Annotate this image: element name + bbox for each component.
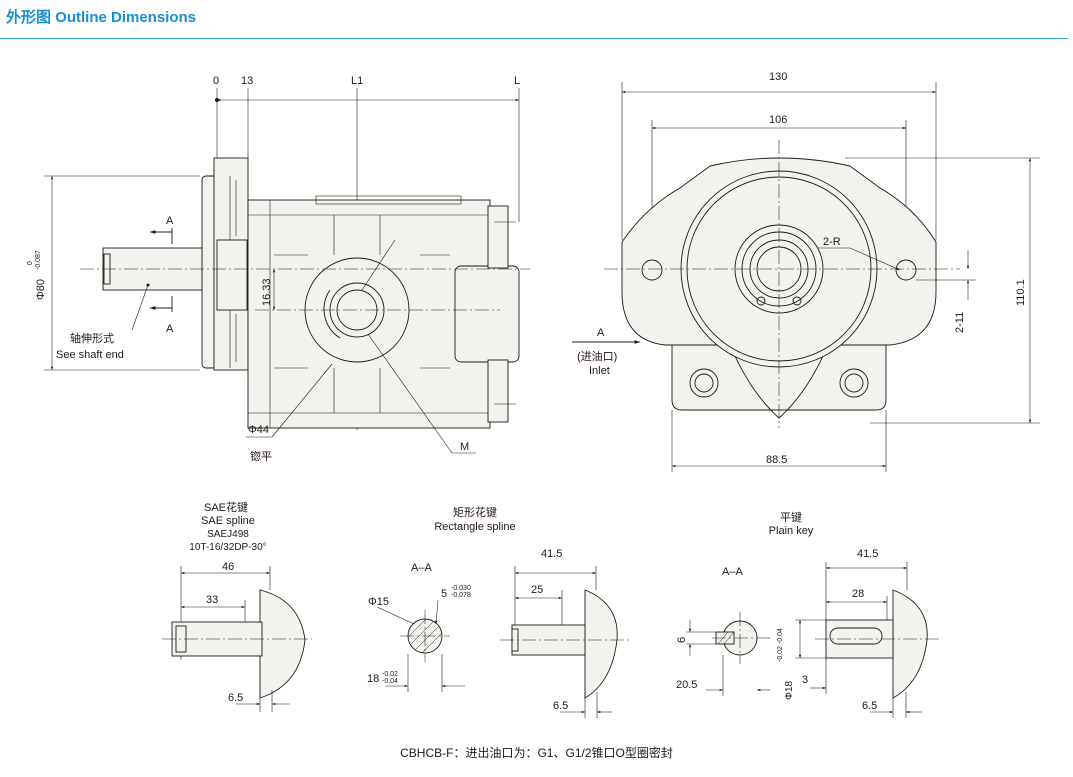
key-dim-3: 3	[802, 674, 808, 686]
tol-80-lower: -0.087	[35, 250, 42, 270]
footnote: CBHCB-F：进出油口为：G1、G1/2锥口O型圈密封	[400, 746, 673, 760]
dim-label-106: 106	[769, 114, 787, 126]
sae-spec: 10T-16/32DP-30°	[189, 542, 266, 553]
sae-dim-6-5: 6.5	[228, 692, 243, 704]
key-dim-28: 28	[852, 588, 864, 600]
key-dia-18: Φ18	[784, 680, 795, 700]
key-section-label: A–A	[722, 566, 743, 578]
dim-label-13: 13	[241, 75, 253, 87]
header: 外形图 Outline Dimensions	[0, 0, 1073, 42]
plain-key-detail	[686, 562, 940, 718]
dim-label-0: 0	[213, 75, 219, 87]
dim-label-16-33: 16.33	[261, 278, 273, 306]
key-tol-18: -0.02 -0.04	[777, 628, 784, 662]
sae-dim-33: 33	[206, 594, 218, 606]
rect-spline-detail	[376, 566, 630, 718]
rect-dim-41-5: 41.5	[541, 548, 562, 560]
inlet-arrow-A: A	[597, 327, 605, 339]
radius-label-2R: 2-R	[823, 236, 841, 248]
rect-dim-5: 5	[441, 588, 447, 600]
rect-title-cn: 矩形花键	[453, 505, 497, 519]
key-title-cn: 平键	[780, 510, 802, 524]
page-title: 外形图 Outline Dimensions	[6, 9, 197, 26]
sae-title-cn: SAE花键	[204, 500, 248, 514]
dim-label-2-11: 2-11	[954, 312, 966, 333]
dim-label-110-1: 110.1	[1015, 279, 1027, 306]
outline-drawing: A A	[27, 71, 1040, 718]
rect-dia-15: Φ15	[368, 596, 389, 608]
key-dim-6-5: 6.5	[862, 700, 877, 712]
dim-label-130: 130	[769, 71, 787, 83]
sae-dim-46: 46	[222, 561, 234, 573]
rect-dim-18: 18	[367, 673, 379, 685]
key-dim-41-5: 41.5	[857, 548, 878, 560]
dim-label-L1: L1	[351, 75, 363, 87]
sae-title-en: SAE spline	[201, 515, 255, 527]
tol-80-upper: 0	[27, 261, 34, 265]
rect-tol-5-upper: -0.030	[451, 585, 471, 592]
rect-dim-6-5: 6.5	[553, 700, 568, 712]
inlet-label-en: Inlet	[589, 365, 610, 377]
dim-label-L: L	[514, 75, 520, 87]
shaft-end-en: See shaft end	[56, 349, 124, 361]
key-dim-20-5: 20.5	[676, 679, 697, 691]
key-dim-6: 6	[676, 637, 688, 643]
shaft-end-cn: 轴伸形式	[70, 331, 114, 345]
side-view: A A	[44, 88, 530, 454]
rect-section-label: A–A	[411, 562, 432, 574]
rect-tol-5-lower: -0.078	[451, 592, 471, 599]
sae-spline-detail	[162, 566, 312, 712]
dim-label-dia-44: Φ44	[248, 424, 269, 436]
front-view	[572, 82, 1040, 472]
rect-dim-25: 25	[531, 584, 543, 596]
section-mark-A-bottom: A	[166, 323, 174, 335]
dim-label-dia-80: Φ80	[35, 279, 47, 300]
title-rule	[0, 38, 1068, 39]
rect-tol-18-upper: -0.02	[382, 671, 398, 678]
section-mark-A-top: A	[166, 215, 174, 227]
rect-title-en: Rectangle spline	[434, 521, 515, 533]
port-label-M: M	[460, 441, 469, 453]
dim-label-88-5: 88.5	[766, 454, 787, 466]
inlet-label-cn: (进油口)	[577, 349, 617, 363]
key-title-en: Plain key	[769, 525, 814, 537]
rect-tol-18-lower: -0.04	[382, 678, 398, 685]
spot-face-label: 锪平	[250, 450, 272, 463]
sae-standard: SAEJ498	[207, 529, 249, 540]
